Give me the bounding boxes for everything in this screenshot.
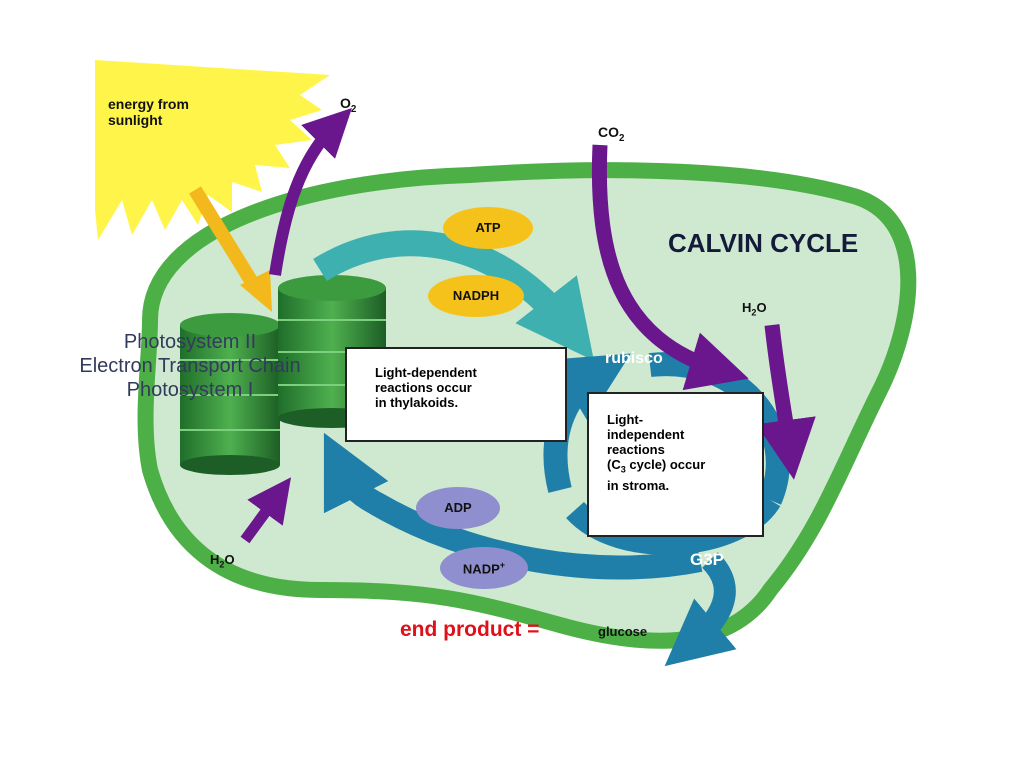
adp-nadp-arrow [323, 432, 703, 580]
photosystem-line: Photosystem I [126, 379, 254, 401]
atp-nadph-arrow [313, 230, 594, 361]
photosystem-line: Electron Transport Chain [79, 355, 301, 377]
rubisco-label: rubisco [605, 350, 663, 367]
box-line: reactions occur [375, 380, 472, 395]
atp-pill [443, 207, 533, 249]
box-line: independent [607, 427, 685, 442]
photosystem-label: Photosystem II Electron Transport Chain … [40, 330, 340, 402]
nadp-label: NADP+ [462, 560, 506, 577]
sun-label: energy from sunlight [108, 96, 189, 128]
sun-icon [95, 60, 330, 240]
photosystem-line: Photosystem II [123, 331, 257, 353]
adp-pill [416, 487, 500, 529]
light-independent-box: Light- independent reactions (C3 cycle) … [587, 392, 764, 537]
atp-label: ATP [475, 220, 501, 235]
box-line: reactions [607, 442, 665, 457]
end-product-label: end product = [400, 618, 540, 641]
box-line: Light- [607, 412, 644, 427]
h2o-top-label: H2O [742, 300, 767, 318]
h2o-bottom-label: H2O [210, 552, 235, 570]
calvin-cycle-title: CALVIN CYCLE [668, 228, 859, 258]
o2-arrow [269, 108, 352, 276]
box-line: in stroma. [607, 477, 670, 493]
sunlight-arrow [189, 186, 272, 312]
nadph-pill [428, 275, 524, 317]
light-dependent-box: Light-dependent reactions occur in thyla… [345, 347, 567, 442]
co2-arrow [591, 144, 749, 391]
h2o-top-arrow [756, 324, 816, 480]
o2-label: O2 [340, 95, 357, 115]
glucose-label: glucose [598, 624, 648, 639]
co2-label: CO2 [598, 124, 625, 144]
g3p-label: G3P [690, 550, 725, 569]
box-line: (C3 cycle) occur [607, 457, 706, 475]
box-line: Light-dependent [375, 365, 477, 380]
box-line: in thylakoids. [375, 395, 459, 410]
adp-label: ADP [444, 500, 472, 515]
h2o-bottom-arrow [240, 477, 292, 544]
nadp-pill [440, 547, 528, 589]
nadph-label: NADPH [452, 288, 500, 303]
